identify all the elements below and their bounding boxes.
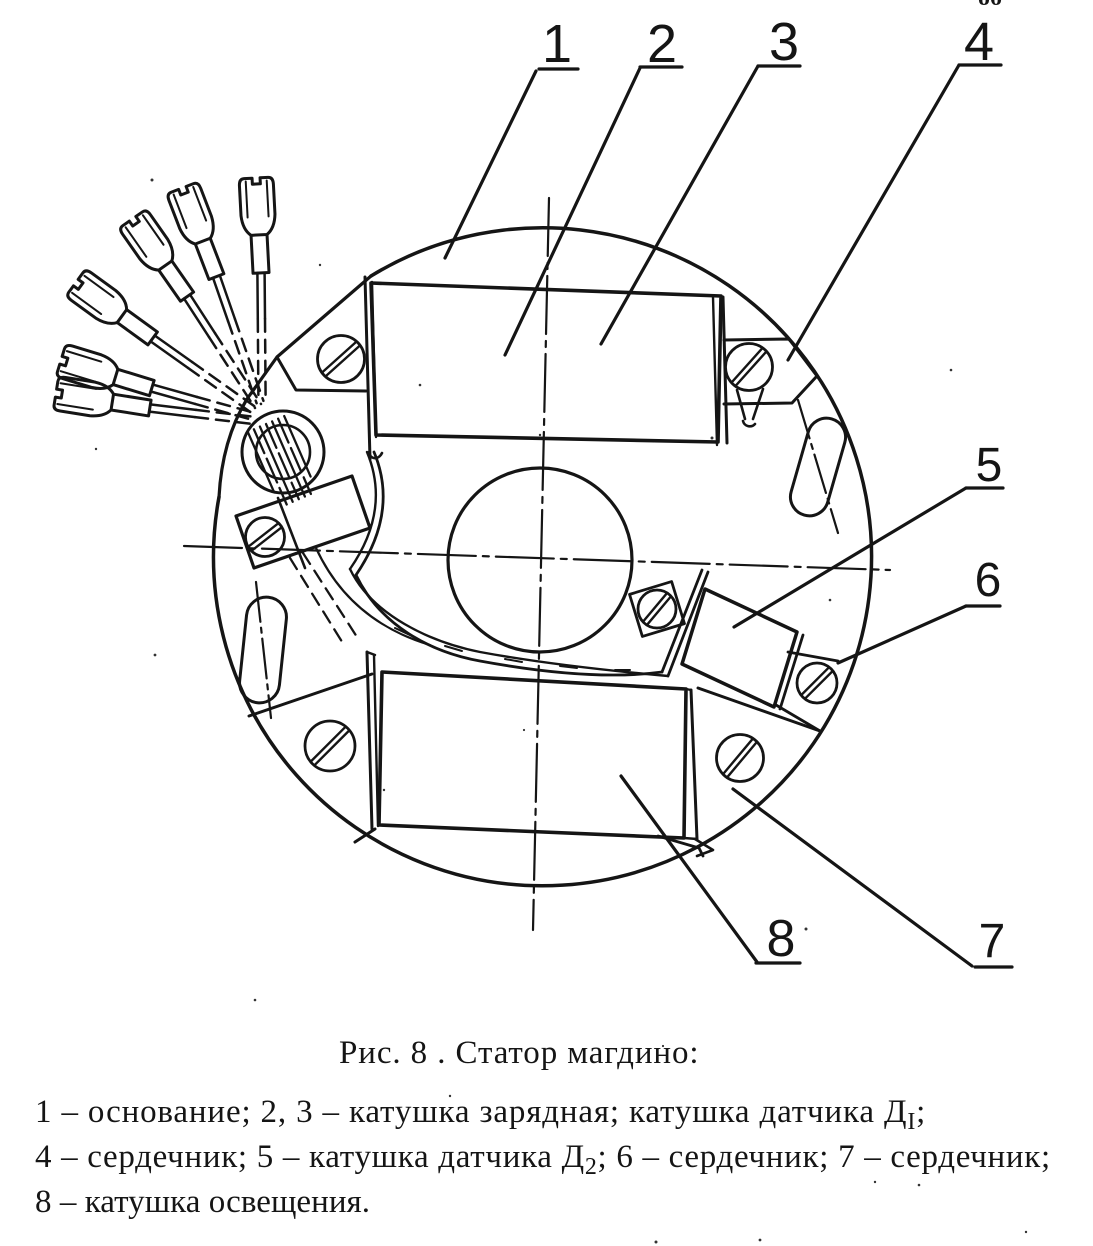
svg-text:8: 8 xyxy=(767,910,796,968)
svg-text:7: 7 xyxy=(979,915,1006,968)
svg-text:4: 4 xyxy=(964,12,994,72)
svg-text:об: об xyxy=(978,0,1002,11)
svg-text:6: 6 xyxy=(975,554,1002,607)
svg-text:4 – сердечник; 5 – катушка дат: 4 – сердечник; 5 – катушка датчика Д2; 6… xyxy=(35,1139,1051,1180)
svg-text:5: 5 xyxy=(976,439,1003,492)
svg-text:1: 1 xyxy=(542,14,572,74)
svg-text:2: 2 xyxy=(647,14,677,74)
svg-text:3: 3 xyxy=(769,12,799,72)
svg-text:8 – катушка освещения.: 8 – катушка освещения. xyxy=(35,1184,370,1220)
svg-text:Рис. 8 . Статор магдино:: Рис. 8 . Статор магдино: xyxy=(339,1035,699,1071)
svg-text:1 – основание; 2, 3 – катушка: 1 – основание; 2, 3 – катушка зарядная; … xyxy=(35,1094,926,1135)
